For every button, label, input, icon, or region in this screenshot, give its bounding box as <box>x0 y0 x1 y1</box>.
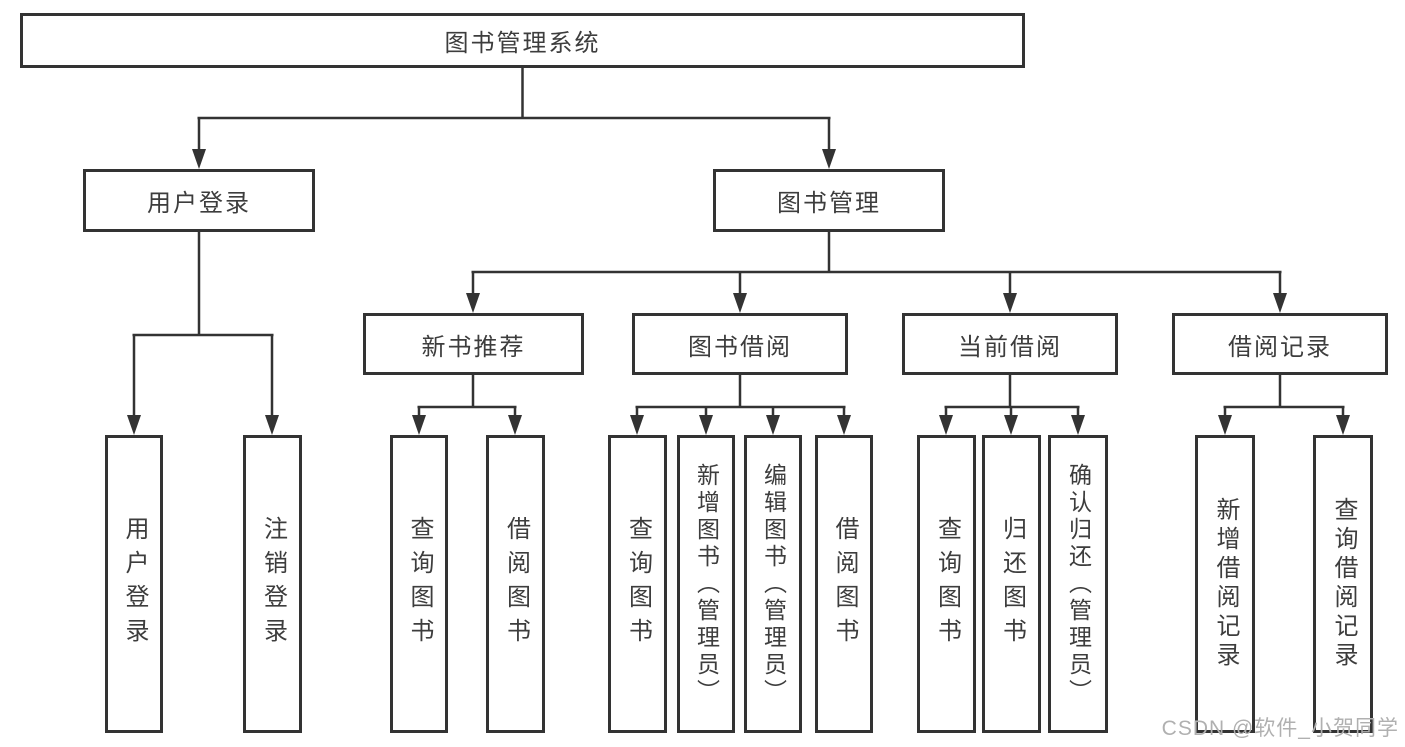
connector-borrow-records-to-leaves <box>1218 375 1350 435</box>
leaf-label: 注销登录 <box>259 516 287 652</box>
leaf-label: 借阅图书 <box>831 516 858 652</box>
connector-current-borrowing-to-leaves <box>939 375 1085 435</box>
connector-book-management-to-level3 <box>466 232 1287 313</box>
leaf-label: 新增图书（管理员） <box>693 462 720 706</box>
leaf-label: 查询图书 <box>933 516 961 652</box>
connector-book-borrowing-to-leaves <box>630 375 851 435</box>
leaf-label: 借阅图书 <box>502 516 530 652</box>
node-label: 图书借阅 <box>688 333 792 361</box>
leaf-add-borrow-record: 新增借阅记录 <box>1195 435 1255 733</box>
node-book-borrowing: 图书借阅 <box>632 313 848 375</box>
node-label: 当前借阅 <box>958 333 1062 361</box>
watermark-text: CSDN @软件_小贺同学 <box>1161 717 1399 740</box>
leaf-label: 新增借阅记录 <box>1212 497 1239 671</box>
node-label: 图书管理 <box>777 190 881 217</box>
leaf-label: 归还图书 <box>998 516 1026 652</box>
leaf-add-book-admin: 新增图书（管理员） <box>677 435 735 733</box>
node-new-book-recommend: 新书推荐 <box>363 313 584 375</box>
node-current-borrowing: 当前借阅 <box>902 313 1118 375</box>
leaf-query-borrow-record: 查询借阅记录 <box>1313 435 1373 733</box>
connector-root-to-level2 <box>192 68 836 169</box>
node-label: 图书管理系统 <box>444 30 601 57</box>
node-library-system: 图书管理系统 <box>20 13 1025 68</box>
leaf-query-books-recommend: 查询图书 <box>390 435 448 733</box>
leaf-label: 用户登录 <box>121 516 148 652</box>
leaf-label: 确认归还（管理员） <box>1065 462 1092 706</box>
leaf-borrow-books-recommend: 借阅图书 <box>486 435 545 733</box>
node-label: 用户登录 <box>147 190 251 217</box>
node-label: 借阅记录 <box>1228 333 1332 361</box>
node-user-login: 用户登录 <box>83 169 315 232</box>
leaf-label: 编辑图书（管理员） <box>760 462 787 706</box>
node-book-management: 图书管理 <box>713 169 945 232</box>
leaf-logout: 注销登录 <box>243 435 302 733</box>
node-borrow-records: 借阅记录 <box>1172 313 1388 375</box>
leaf-user-login: 用户登录 <box>105 435 163 733</box>
leaf-borrow-books-borrow: 借阅图书 <box>815 435 873 733</box>
leaf-query-books-borrow: 查询图书 <box>608 435 667 733</box>
leaf-label: 查询图书 <box>624 516 652 652</box>
connector-new-book-to-leaves <box>412 375 522 435</box>
leaf-edit-book-admin: 编辑图书（管理员） <box>744 435 802 733</box>
leaf-query-books-current: 查询图书 <box>917 435 976 733</box>
connector-user-login-to-leaves <box>127 232 279 435</box>
leaf-confirm-return-admin: 确认归还（管理员） <box>1048 435 1108 733</box>
node-label: 新书推荐 <box>421 333 526 361</box>
leaf-return-books: 归还图书 <box>982 435 1041 733</box>
leaf-label: 查询图书 <box>406 516 433 652</box>
leaf-label: 查询借阅记录 <box>1330 497 1357 671</box>
